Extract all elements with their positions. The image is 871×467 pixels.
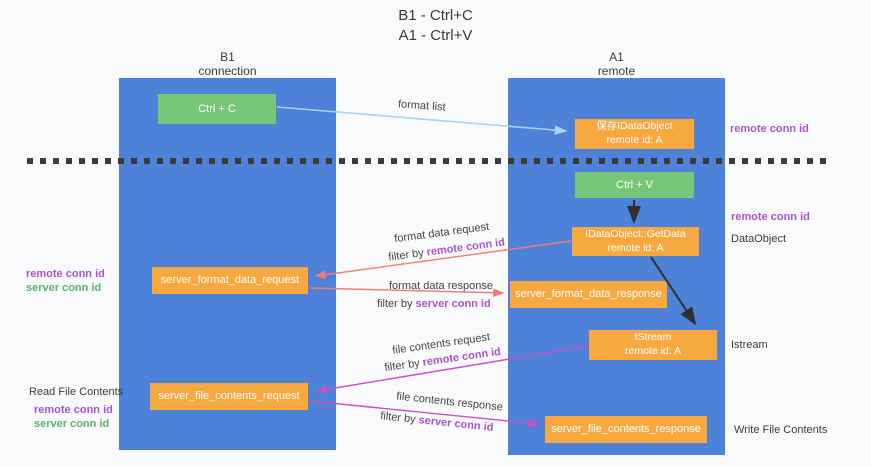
filter-by-highlight-4: server conn id xyxy=(417,414,495,434)
node-server-format-data-response-label: server_format_data_response xyxy=(515,288,662,301)
lane-b1-name: B1 xyxy=(220,50,235,64)
node-save-idataobject-line1: 保存IDataObject xyxy=(596,120,673,133)
title-line-2: A1 - Ctrl+V xyxy=(398,27,473,45)
filter-by-text-3: filter by xyxy=(383,356,424,375)
node-idataobject-getdata-line2: remote id: A xyxy=(607,241,664,254)
node-save-idataobject: 保存IDataObject remote id: A xyxy=(575,119,694,149)
label-server-conn-id-left-1: server conn id xyxy=(26,282,102,294)
label-format-data-response: format data response xyxy=(389,280,493,292)
node-idataobject-getdata-line1: IDataObject::GetData xyxy=(585,227,686,240)
node-ctrl-v: Ctrl + V xyxy=(575,172,694,198)
lane-header-b1: B1 connection xyxy=(119,50,336,78)
node-server-file-contents-request: server_file_contents_request xyxy=(150,383,308,410)
filter-by-text-1: filter by xyxy=(387,246,428,264)
label-dataobject: DataObject xyxy=(731,233,787,245)
node-server-format-data-response: server_format_data_response xyxy=(510,281,667,308)
node-server-format-data-request: server_format_data_request xyxy=(152,267,308,294)
label-filter-by-server-2: filter by server conn id xyxy=(380,410,494,434)
diagram-title: B1 - Ctrl+C A1 - Ctrl+V xyxy=(0,6,871,47)
label-istream: Istream xyxy=(731,339,768,351)
node-ctrl-v-label: Ctrl + V xyxy=(616,178,653,191)
label-filter-by-server-1: filter by server conn id xyxy=(377,298,491,310)
label-remote-conn-id-right-mid: remote conn id xyxy=(731,211,810,223)
label-file-contents-response: file contents response xyxy=(395,390,504,414)
lane-a1-role: remote xyxy=(597,64,636,79)
label-group-conn-ids-2: remote conn id server conn id xyxy=(34,403,113,431)
node-save-idataobject-line2: remote id: A xyxy=(606,134,663,146)
label-remote-conn-id-left-1: remote conn id xyxy=(26,268,105,280)
lane-header-a1: A1 remote xyxy=(508,50,725,78)
label-remote-conn-id-left-2: remote conn id xyxy=(34,404,113,416)
label-server-conn-id-left-2: server conn id xyxy=(34,418,110,430)
node-server-file-contents-response-label: server_file_contents_response xyxy=(551,423,701,436)
title-line-1: B1 - Ctrl+C xyxy=(398,7,473,24)
node-istream-line2: remote id: A xyxy=(624,345,682,357)
label-write-file-contents: Write File Contents xyxy=(734,424,828,436)
node-istream: IStream remote id: A xyxy=(589,330,717,360)
node-server-format-data-request-label: server_format_data_request xyxy=(160,274,300,287)
filter-by-highlight-1: remote conn id xyxy=(425,236,506,259)
filter-by-text-2: filter by xyxy=(377,298,416,310)
node-idataobject-getdata: IDataObject::GetData remote id: A xyxy=(572,227,699,256)
phase-separator-line xyxy=(27,158,826,164)
node-server-file-contents-request-label: server_file_contents_request xyxy=(158,390,300,403)
lane-a1-name: A1 xyxy=(609,50,624,64)
node-ctrl-c-label: Ctrl + C xyxy=(198,102,236,115)
label-group-conn-ids-1: remote conn id server conn id xyxy=(26,267,105,295)
node-ctrl-c: Ctrl + C xyxy=(158,94,276,124)
node-server-file-contents-response: server_file_contents_response xyxy=(545,416,707,443)
label-remote-conn-id-right-top: remote conn id xyxy=(730,123,809,135)
label-read-file-contents: Read File Contents xyxy=(29,386,124,398)
filter-by-highlight-2: server conn id xyxy=(415,298,491,310)
node-istream-line1: IStream xyxy=(634,331,672,344)
label-format-list: format list xyxy=(397,98,447,114)
filter-by-text-4: filter by xyxy=(379,410,420,427)
lane-b1-role: connection xyxy=(198,64,257,79)
